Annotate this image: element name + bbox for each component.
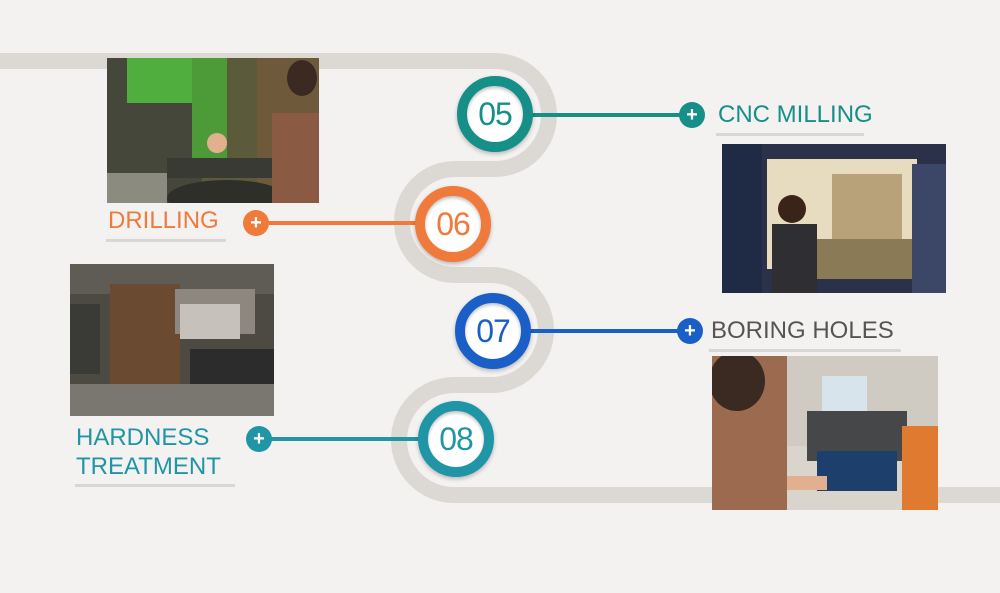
connector-05 (528, 113, 692, 117)
plus-icon[interactable]: + (679, 102, 705, 128)
plus-icon[interactable]: + (243, 210, 269, 236)
step-label-cnc-milling: CNC MILLING (718, 101, 873, 128)
plus-icon[interactable]: + (246, 426, 272, 452)
cnc-machine-photo (722, 144, 946, 293)
drill-press-photo (107, 58, 319, 203)
step-label-drilling: DRILLING (108, 207, 219, 234)
step-label-boring-holes: BORING HOLES (711, 317, 894, 344)
plus-icon[interactable]: + (677, 318, 703, 344)
boring-machine-photo (712, 356, 938, 510)
furnace-photo (70, 264, 274, 416)
label-underline (716, 133, 864, 136)
label-underline (709, 349, 901, 352)
label-underline (106, 239, 226, 242)
label-underline (75, 484, 235, 487)
step-07-badge: 07 (455, 293, 531, 369)
connector-07 (526, 329, 692, 333)
step-06-badge: 06 (415, 186, 491, 262)
connector-06 (256, 221, 426, 225)
step-08-badge: 08 (418, 401, 494, 477)
step-05-badge: 05 (457, 76, 533, 152)
step-label-hardness-treatment: HARDNESS TREATMENT (76, 424, 221, 480)
connector-08 (259, 437, 429, 441)
